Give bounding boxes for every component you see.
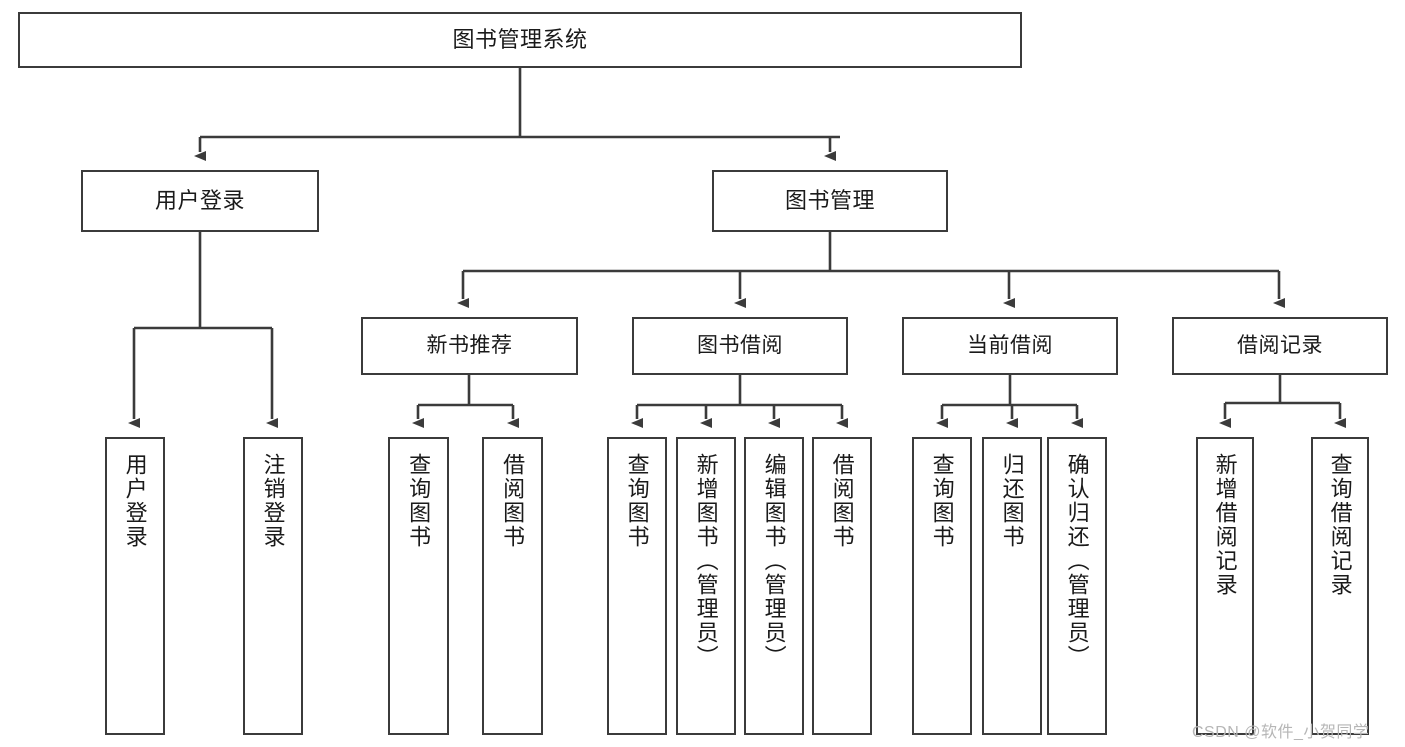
node-leaf-return-book-label: 归还图书 bbox=[999, 453, 1025, 549]
node-new-book-rec[interactable]: 新书推荐 bbox=[361, 317, 578, 375]
node-leaf-add-book-label: 新增图书（管理员） bbox=[693, 453, 719, 669]
node-leaf-query-book-label: 查询图书 bbox=[624, 453, 650, 549]
node-book-manage[interactable]: 图书管理 bbox=[712, 170, 948, 232]
node-leaf-return-book[interactable]: 归还图书 bbox=[982, 437, 1042, 735]
node-leaf-add-record-label: 新增借阅记录 bbox=[1212, 453, 1238, 597]
node-leaf-edit-book-label: 编辑图书（管理员） bbox=[761, 453, 787, 669]
node-leaf-borrow-book-rec[interactable]: 借阅图书 bbox=[482, 437, 543, 735]
node-book-borrow[interactable]: 图书借阅 bbox=[632, 317, 848, 375]
node-leaf-query-book-rec-label: 查询图书 bbox=[406, 453, 432, 549]
node-borrow-record[interactable]: 借阅记录 bbox=[1172, 317, 1388, 375]
node-leaf-borrow-book-label: 借阅图书 bbox=[829, 453, 855, 549]
node-leaf-borrow-book[interactable]: 借阅图书 bbox=[812, 437, 872, 735]
node-leaf-confirm-return-label: 确认归还（管理员） bbox=[1064, 453, 1090, 669]
node-current-borrow[interactable]: 当前借阅 bbox=[902, 317, 1118, 375]
node-leaf-user-logout[interactable]: 注销登录 bbox=[243, 437, 303, 735]
node-leaf-borrow-book-rec-label: 借阅图书 bbox=[500, 453, 526, 549]
csdn-watermark: CSDN @软件_小贺同学 bbox=[1192, 724, 1370, 741]
node-leaf-query-book[interactable]: 查询图书 bbox=[607, 437, 667, 735]
node-leaf-add-record[interactable]: 新增借阅记录 bbox=[1196, 437, 1254, 735]
node-root-label: 图书管理系统 bbox=[452, 27, 588, 53]
node-leaf-query-record-label: 查询借阅记录 bbox=[1327, 453, 1353, 597]
node-user-login[interactable]: 用户登录 bbox=[81, 170, 319, 232]
node-root[interactable]: 图书管理系统 bbox=[18, 12, 1022, 68]
node-leaf-user-login[interactable]: 用户登录 bbox=[105, 437, 165, 735]
node-leaf-user-login-label: 用户登录 bbox=[122, 453, 148, 549]
node-leaf-confirm-return[interactable]: 确认归还（管理员） bbox=[1047, 437, 1107, 735]
node-leaf-query-book-cur-label: 查询图书 bbox=[929, 453, 955, 549]
node-user-login-label: 用户登录 bbox=[154, 188, 245, 214]
node-new-book-rec-label: 新书推荐 bbox=[426, 333, 513, 357]
node-current-borrow-label: 当前借阅 bbox=[967, 333, 1053, 357]
node-leaf-query-book-rec[interactable]: 查询图书 bbox=[388, 437, 449, 735]
node-leaf-query-book-cur[interactable]: 查询图书 bbox=[912, 437, 972, 735]
node-leaf-user-logout-label: 注销登录 bbox=[260, 453, 286, 549]
node-book-manage-label: 图书管理 bbox=[784, 188, 875, 214]
node-leaf-add-book[interactable]: 新增图书（管理员） bbox=[676, 437, 736, 735]
node-leaf-edit-book[interactable]: 编辑图书（管理员） bbox=[744, 437, 804, 735]
node-book-borrow-label: 图书借阅 bbox=[697, 333, 783, 357]
node-borrow-record-label: 借阅记录 bbox=[1237, 333, 1323, 357]
node-leaf-query-record[interactable]: 查询借阅记录 bbox=[1311, 437, 1369, 735]
